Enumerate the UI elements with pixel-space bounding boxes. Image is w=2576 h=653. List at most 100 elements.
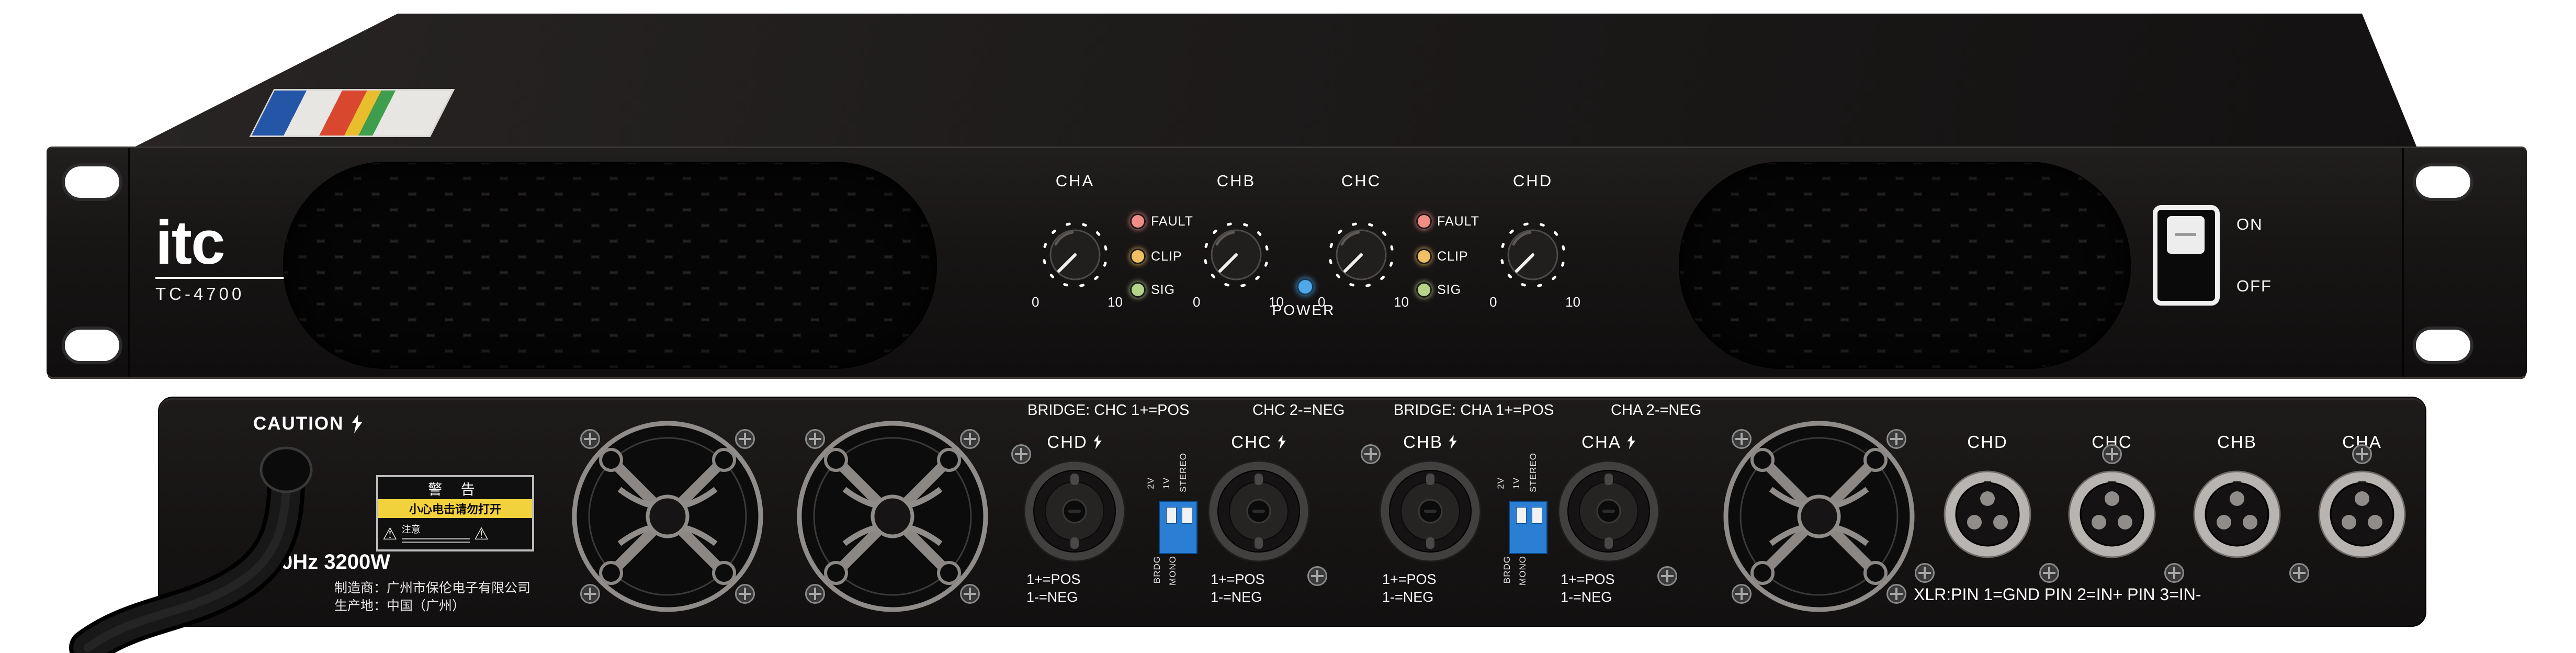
dip-label-brdg: BRDG — [1152, 556, 1162, 584]
warning-sticker: 警 告 小心电击请勿打开 ⚠ 注意 ⚠ — [376, 475, 534, 551]
pos-label: 1+=POS — [1026, 571, 1081, 587]
chassis-top-face — [133, 14, 2417, 148]
pos-label: 1+=POS — [1561, 571, 1615, 587]
lightning-bolt-icon — [1627, 435, 1635, 449]
caution-block: CAUTION — [253, 413, 364, 434]
cooling-fan — [572, 421, 763, 612]
dip-label-mono: MONO — [1518, 556, 1528, 586]
dip-label-mono: MONO — [1168, 556, 1178, 586]
warning-triangle-icon: ⚠ — [382, 524, 398, 543]
led-row-clip: CLIP — [1416, 249, 1468, 264]
knob-graphic — [1042, 222, 1108, 288]
ventilation-grille-left — [283, 162, 937, 369]
knob-scale-min: 0 — [1489, 294, 1497, 310]
lightning-bolt-icon — [352, 414, 363, 433]
screw-icon — [2164, 563, 2184, 583]
screw-icon — [1886, 584, 1906, 604]
screw-icon — [1886, 429, 1906, 449]
channel-label-chc: CHC — [1341, 172, 1382, 190]
warning-strip: 小心电击请勿打开 — [378, 499, 532, 518]
screw-icon — [580, 429, 600, 449]
led-row-fault: FAULT — [1416, 213, 1479, 229]
lightning-bolt-icon — [1449, 435, 1457, 449]
manufacturer-line1: 制造商：广州市保伦电子有限公司 — [334, 581, 531, 595]
speakon-label-chd: CHD — [1047, 432, 1102, 452]
rack-mount-hole — [2413, 163, 2473, 201]
power-led — [1297, 278, 1314, 295]
xlr-connector-chd — [1944, 470, 2031, 558]
led-row-clip: CLIP — [1130, 249, 1182, 264]
rack-ear-seam-right — [2402, 148, 2404, 377]
polarity-label: 1+=POS 1-=NEG — [1026, 570, 1081, 606]
screw-icon — [1011, 444, 1031, 464]
xlr-connector-chb — [2193, 470, 2281, 558]
screw-icon — [960, 584, 980, 604]
dip-label-brdg: BRDG — [1502, 556, 1512, 584]
cooling-fan — [1723, 421, 1915, 612]
gain-knob-chd: 0 10 — [1489, 216, 1580, 310]
xlr-pinout-note: XLR:PIN 1=GND PIN 2=IN+ PIN 3=IN- — [1914, 585, 2201, 604]
knob-graphic — [1328, 222, 1394, 288]
signal-led-label: SIG — [1437, 282, 1462, 297]
speakon-connector-chc — [1207, 460, 1310, 562]
xlr-connector-cha — [2318, 470, 2406, 558]
fault-led — [1416, 213, 1432, 229]
screw-icon — [2039, 563, 2059, 583]
speakon-connector-chb — [1379, 460, 1482, 562]
warning-note: 注意 — [401, 524, 421, 535]
screw-icon — [805, 429, 825, 449]
screw-icon — [1915, 563, 1935, 583]
knob-graphic — [1500, 222, 1566, 288]
bridge-label-right-b: CHA 2-=NEG — [1611, 402, 1702, 419]
speakon-label-text: CHB — [1403, 432, 1443, 452]
clip-led-label: CLIP — [1437, 249, 1468, 264]
dip-label-1v: 1V — [1161, 477, 1171, 489]
dip-label-2v: 2V — [1496, 477, 1506, 489]
xlr-label-text: CHD — [1967, 432, 2008, 452]
screw-icon — [1361, 444, 1381, 464]
screw-icon — [960, 429, 980, 449]
knob-scale-max: 10 — [1565, 294, 1580, 310]
screw-icon — [2352, 444, 2372, 464]
knob-scale-min: 0 — [1032, 294, 1040, 310]
brand-logo: itc — [155, 208, 225, 277]
dip-toggle — [1166, 507, 1177, 524]
dip-label-2v: 2V — [1146, 477, 1156, 489]
xlr-connector-chc — [2068, 470, 2156, 558]
ventilation-grille-right — [1679, 162, 2131, 369]
mode-dip-switch — [1159, 501, 1197, 554]
led-row-sig: SIG — [1416, 282, 1461, 298]
speakon-label-text: CHC — [1231, 432, 1272, 452]
dip-label-stereo: STEREO — [1178, 453, 1188, 492]
channel-label-cha: CHA — [1055, 172, 1095, 190]
bridge-label-left-b: CHC 2-=NEG — [1252, 402, 1345, 419]
fine-print-line — [401, 538, 470, 539]
speakon-connector-cha — [1557, 460, 1660, 562]
speakon-label-chc: CHC — [1231, 432, 1286, 452]
clip-led — [1130, 249, 1146, 264]
screw-icon — [1657, 566, 1677, 586]
brand-block: itc TC-4700 — [155, 212, 328, 304]
rack-mount-hole — [62, 326, 122, 364]
knob-scale-max: 10 — [1394, 294, 1409, 310]
neg-label: 1-=NEG — [1026, 589, 1078, 605]
fault-led — [1130, 213, 1146, 229]
rack-mount-hole — [2413, 326, 2473, 364]
neg-label: 1-=NEG — [1211, 589, 1262, 605]
cooling-fan — [797, 421, 988, 612]
neg-label: 1-=NEG — [1382, 589, 1434, 605]
xlr-label-chd: CHD — [1967, 432, 2008, 452]
bridge-label-left-a: BRIDGE: CHC 1+=POS — [1027, 402, 1190, 419]
channel-label-chb: CHB — [1216, 172, 1256, 190]
signal-led — [1416, 282, 1432, 298]
speakon-connector-chd — [1023, 460, 1126, 562]
fault-led-label: FAULT — [1437, 213, 1479, 229]
knob-scale-max: 10 — [1269, 294, 1284, 310]
clip-led — [1416, 249, 1432, 264]
rack-ear-seam-left — [128, 148, 130, 377]
fine-print-line — [401, 542, 470, 543]
power-rating: 0Hz 3200W — [281, 550, 390, 573]
